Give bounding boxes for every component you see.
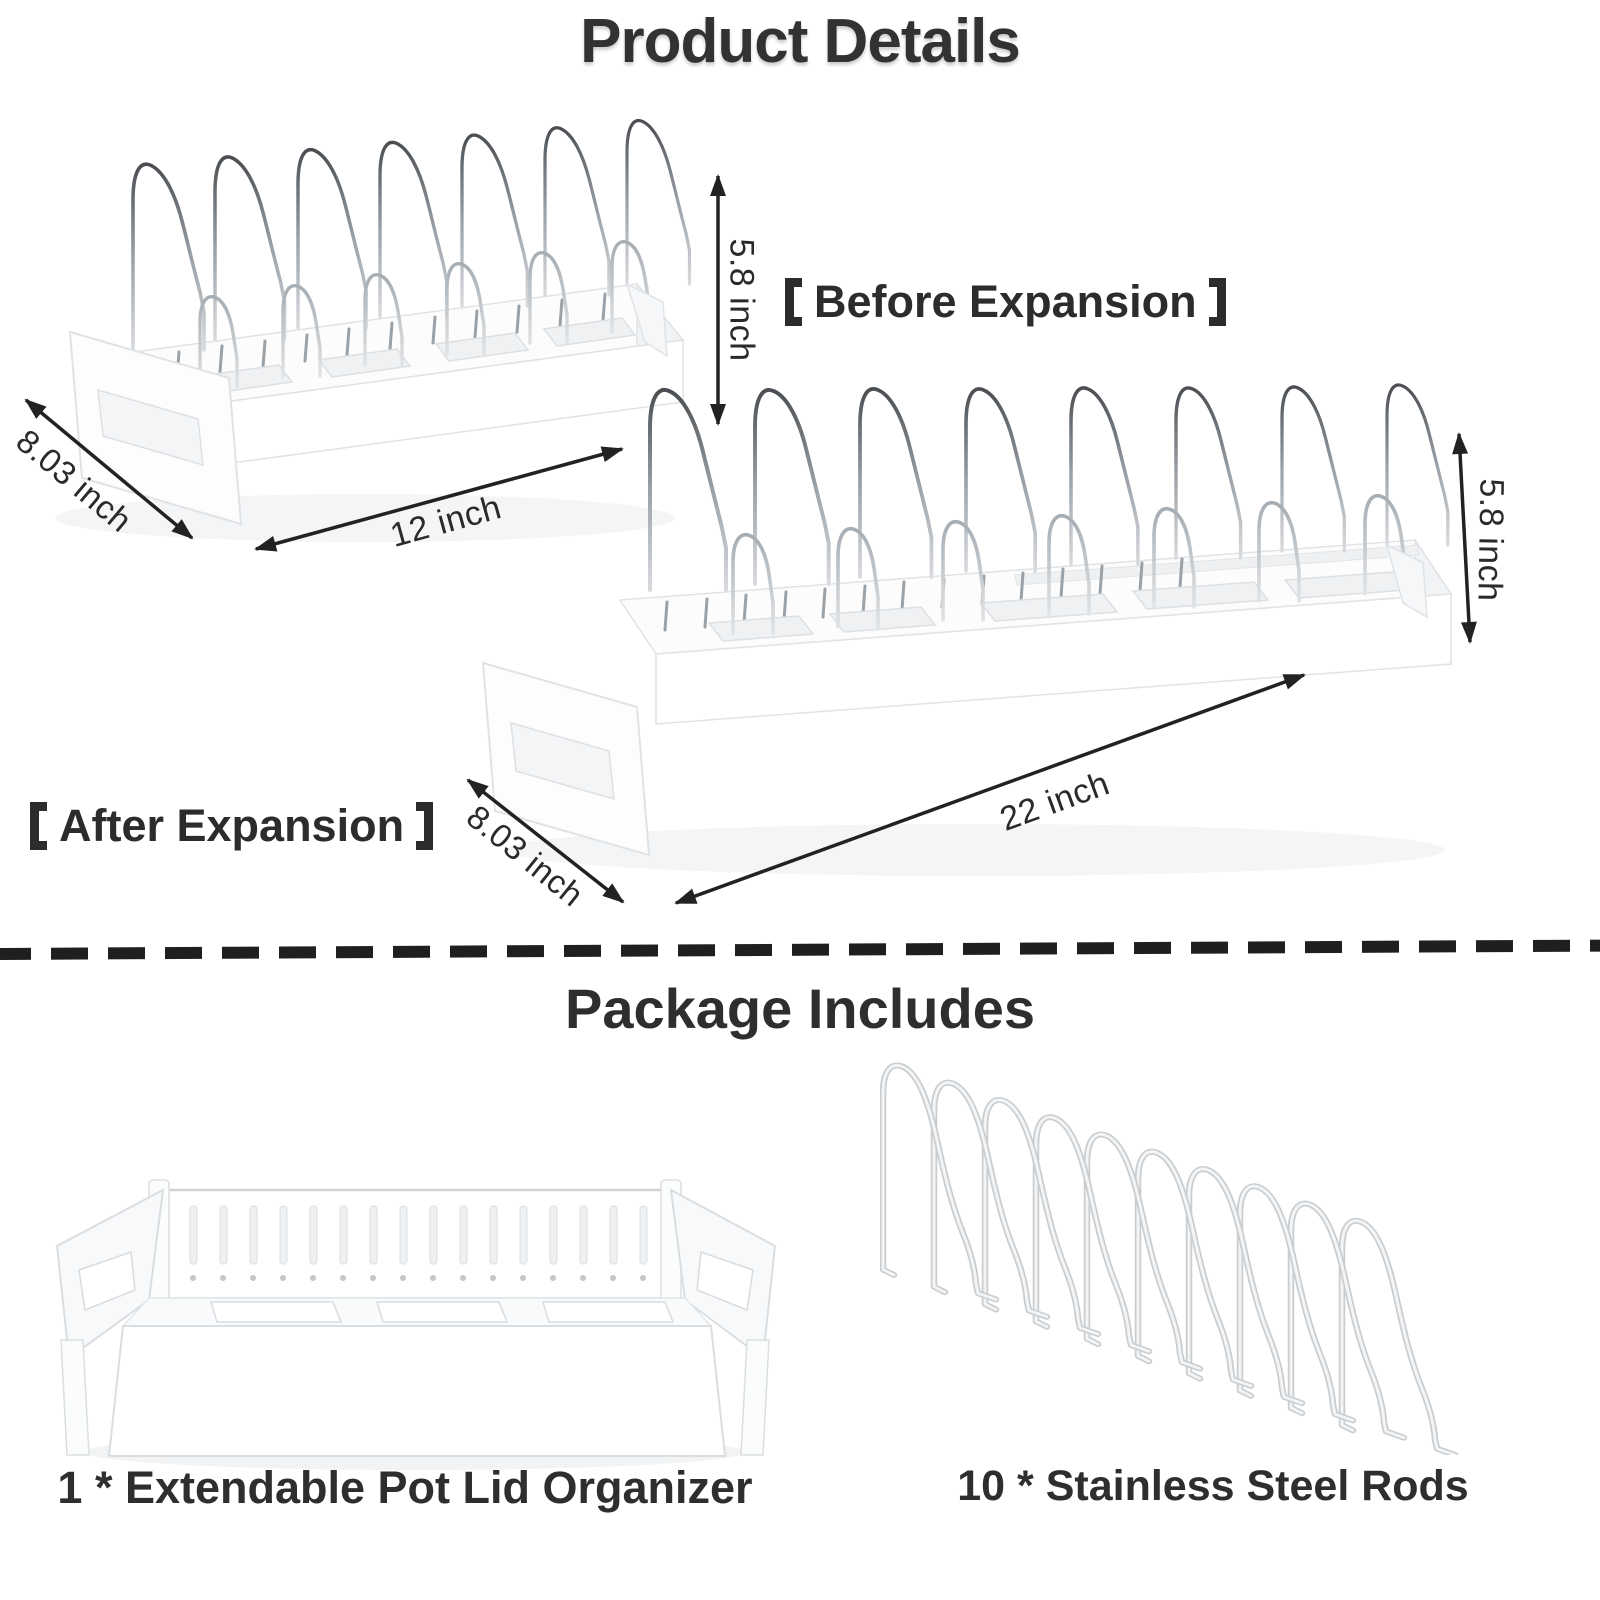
dimension-label-height-after: 5.8 inch	[1470, 478, 1511, 602]
after-expansion-label-text: After Expansion	[59, 800, 405, 851]
after-expansion-label: After Expansion	[30, 800, 434, 852]
dimension-label-height-before: 5.8 inch	[722, 238, 761, 362]
lenticular-bracket-open-icon	[30, 802, 52, 850]
arrow-height-after	[1452, 432, 1477, 644]
lenticular-bracket-close-icon	[411, 802, 434, 850]
organizer-caption: 1 * Extendable Pot Lid Organizer	[57, 1462, 753, 1513]
handle-cutout	[696, 1250, 754, 1312]
before-expansion-label-text: Before Expansion	[814, 276, 1197, 327]
front-hook-wires	[731, 493, 1407, 635]
after-expansion-rack-illustration	[481, 383, 1453, 876]
stainless-steel-rods-illustration	[880, 1062, 1459, 1455]
package-includes-title: Package Includes	[564, 977, 1035, 1040]
tall-wire-dividers	[131, 118, 692, 352]
before-expansion-label: Before Expansion	[785, 276, 1226, 328]
before-expansion-rack-illustration	[55, 118, 692, 542]
front-hook-wires	[198, 240, 651, 389]
dashed-divider	[0, 939, 1600, 960]
wire-rods	[880, 1062, 1459, 1455]
lid-slot-row	[189, 1205, 648, 1281]
handle-cutout	[78, 1250, 136, 1312]
rods-caption: 10 * Stainless Steel Rods	[957, 1462, 1469, 1510]
tall-wire-dividers	[648, 383, 1450, 592]
pot-lid-organizer-illustration	[55, 1179, 777, 1470]
lenticular-bracket-open-icon	[785, 278, 807, 326]
page-title: Product Details	[580, 7, 1021, 76]
lenticular-bracket-close-icon	[1204, 278, 1226, 326]
